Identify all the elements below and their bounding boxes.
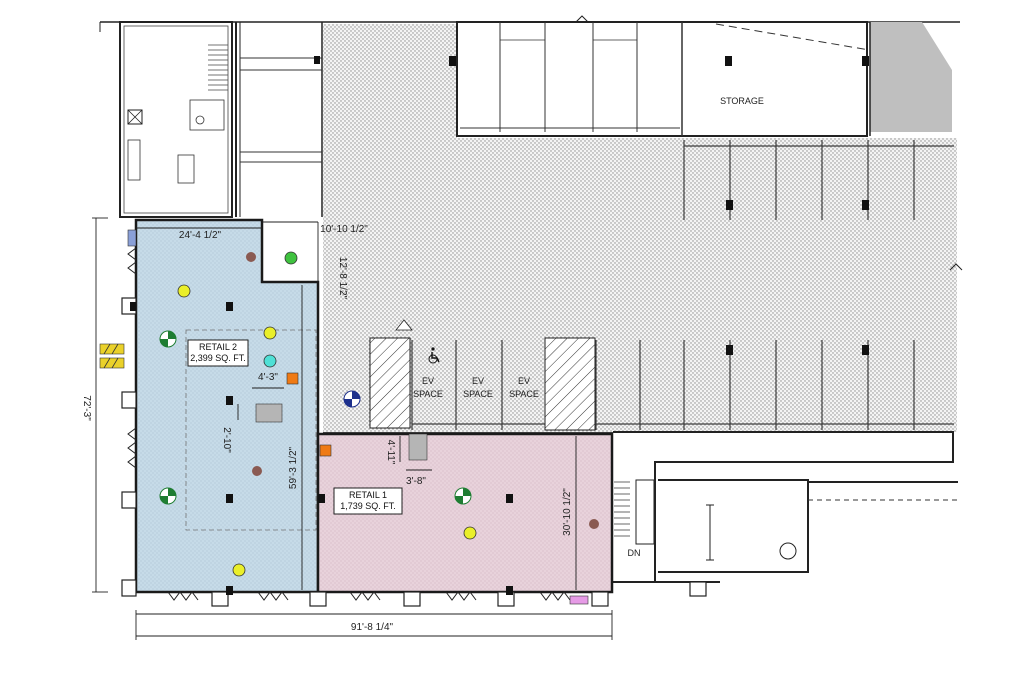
green-marker [159, 330, 177, 348]
dimension-lines [92, 217, 613, 640]
accessible-icon [428, 347, 440, 364]
light-brown [589, 519, 599, 529]
room-label-retail-1: RETAIL 1 1,739 SQ. FT. [333, 487, 403, 515]
light-yellow [177, 284, 191, 298]
orange-square [319, 444, 332, 457]
dim-col-b: 2'-10" [221, 427, 232, 453]
storage-label: STORAGE [720, 96, 764, 106]
light-brown [252, 466, 262, 476]
upper-building [99, 21, 960, 218]
ev-space-2-line-2: SPACE [463, 389, 493, 399]
pink-marker [569, 595, 589, 605]
light-green [284, 251, 298, 265]
blue-marker [127, 229, 137, 247]
ev-space-3-line-2: SPACE [509, 389, 539, 399]
dim-retail1-height: 30'-10 1/2" [562, 488, 573, 536]
dim-top-width: 24'-4 1/2" [179, 230, 222, 241]
yellow-striped-markers [99, 343, 125, 369]
dim-bottom-width: 91'-8 1/4" [351, 622, 394, 633]
room-label-retail-2: RETAIL 2 2,399 SQ. FT. [187, 339, 249, 367]
dim-left-height: 72'-3" [81, 395, 92, 421]
retail-1-name: RETAIL 1 [349, 490, 387, 500]
light-yellow [263, 326, 277, 340]
gray-square [408, 433, 428, 461]
structural-columns [130, 302, 513, 595]
retail-2-area: 2,399 SQ. FT. [190, 353, 246, 363]
ev-space-3-line-1: EV [518, 376, 530, 386]
light-yellow [463, 526, 477, 540]
blue-marker [343, 390, 361, 408]
light-cyan [263, 354, 277, 368]
dim-col-d: 3'-8" [406, 476, 426, 487]
dn-label: DN [628, 548, 641, 558]
dim-notch-height: 12'-8 1/2" [337, 257, 348, 300]
gray-square [255, 403, 283, 423]
ev-space-1-line-1: EV [422, 376, 434, 386]
orange-square [286, 372, 299, 385]
light-brown [246, 252, 256, 262]
ev-space-2-line-1: EV [472, 376, 484, 386]
lobby-area [613, 431, 958, 583]
dim-col-a: 4'-3" [258, 372, 278, 383]
dim-col-c: 4'-11" [385, 440, 396, 465]
dim-retail2-height: 59'-3 1/2" [288, 446, 299, 489]
light-yellow [232, 563, 246, 577]
fixtures [159, 251, 599, 577]
retail-1-area: 1,739 SQ. FT. [340, 501, 396, 511]
retail-2-name: RETAIL 2 [199, 342, 237, 352]
retail-1-space [316, 432, 614, 594]
green-marker [454, 487, 472, 505]
dim-notch-width: 10'-10 1/2" [320, 224, 368, 235]
green-marker [159, 487, 177, 505]
ev-space-1-line-2: SPACE [413, 389, 443, 399]
retail-2-space [134, 218, 320, 594]
parking-garage [323, 15, 963, 434]
